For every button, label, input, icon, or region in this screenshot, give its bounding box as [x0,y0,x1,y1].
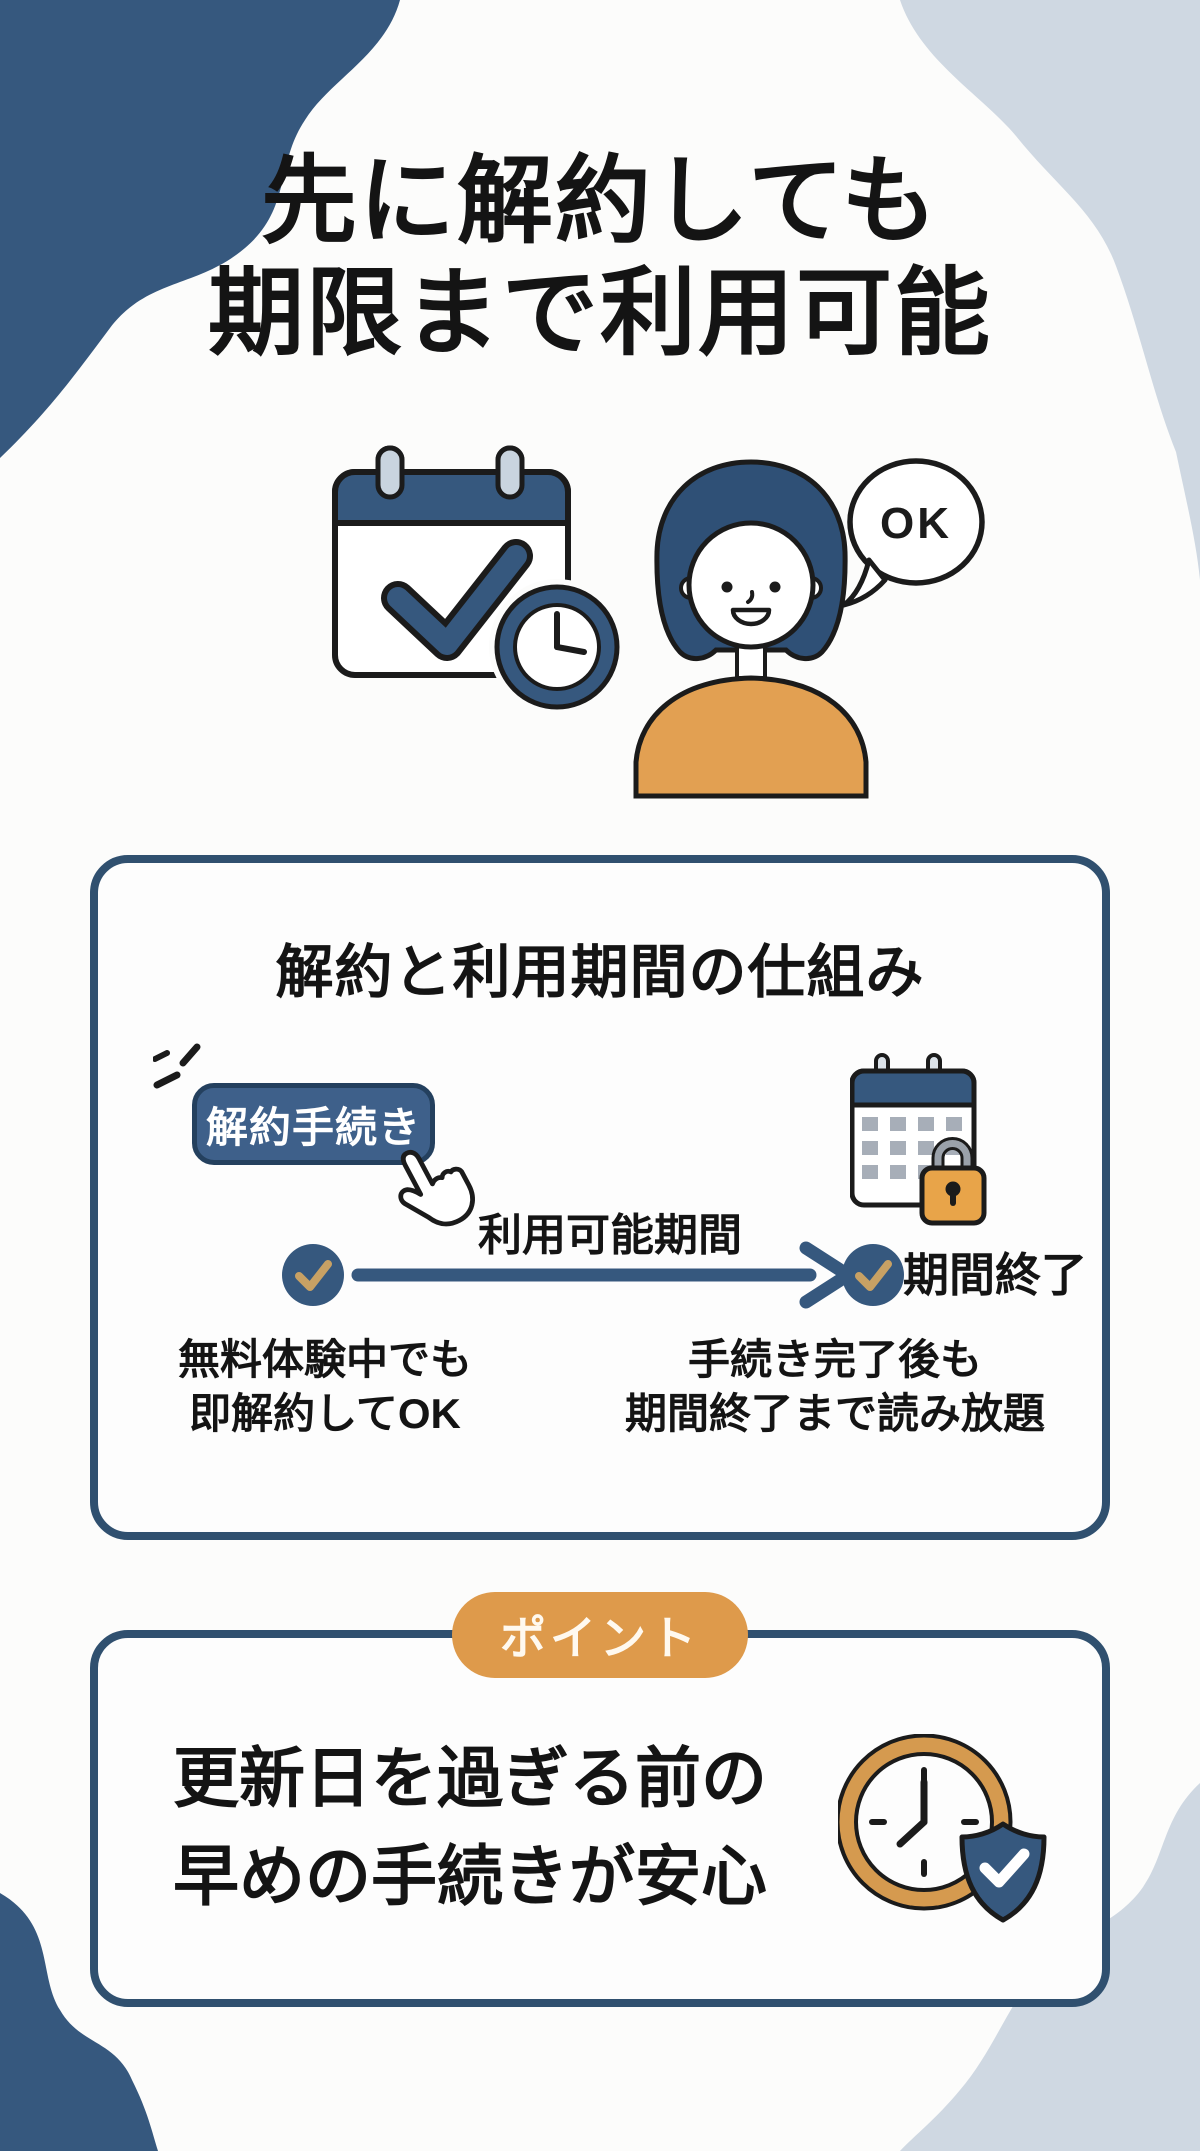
cursor-hand-icon [398,1149,475,1227]
point-badge: ポイント [452,1592,748,1678]
left-caption-line2: 即解約してOK [189,1390,461,1437]
point-text: 更新日を過ぎる前の 早めの手続きが安心 [140,1729,800,1925]
bottom-left-blob [0,1893,158,2151]
cancel-procedure-label: 解約手続き [205,1103,421,1151]
woman-avatar [633,459,869,799]
point-text-line2: 早めの手続きが安心 [173,1839,767,1913]
calendar-check-icon [332,445,571,678]
point-badge-label: ポイント [500,1612,700,1664]
right-caption-line1: 手続き完了後も [687,1336,982,1383]
top-right-blob [900,0,1200,580]
ok-text: OK [880,499,952,548]
period-end-label: 期間終了 [903,1249,1087,1301]
period-label: 利用可能期間 [478,1211,742,1260]
clock-shield-icon [838,1734,1047,1923]
left-caption: 無料体験中でも 即解約してOK [155,1333,495,1441]
right-caption-line2: 期間終了まで読み放題 [624,1390,1045,1437]
point-box: 更新日を過ぎる前の 早めの手続きが安心 [90,1630,1110,2007]
page-title: 先に解約しても 期限まで利用可能 [0,146,1200,370]
hero-illustration: OK [332,445,985,799]
right-caption: 手続き完了後も 期間終了まで読み放題 [595,1333,1075,1441]
page-title-line2: 期限まで利用可能 [208,260,992,367]
left-caption-line1: 無料体験中でも [177,1336,472,1383]
page-title-line1: 先に解約しても [260,148,940,255]
click-sparks-icon [153,1043,201,1089]
top-left-blob [0,0,400,458]
scheme-title: 解約と利用期間の仕組み [275,940,925,1005]
timeline-arrow [282,1241,904,1309]
start-check-icon [282,1244,344,1306]
point-text-line1: 更新日を過ぎる前の [173,1741,767,1815]
calendar-lock-icon [850,1053,987,1226]
scheme-box: 解約と利用期間の仕組み 解約手続き [90,855,1110,1540]
end-check-icon [842,1244,904,1306]
cancel-procedure-button[interactable]: 解約手続き [192,1083,435,1165]
ok-speech-bubble: OK [841,458,985,608]
clock-icon [489,579,625,715]
